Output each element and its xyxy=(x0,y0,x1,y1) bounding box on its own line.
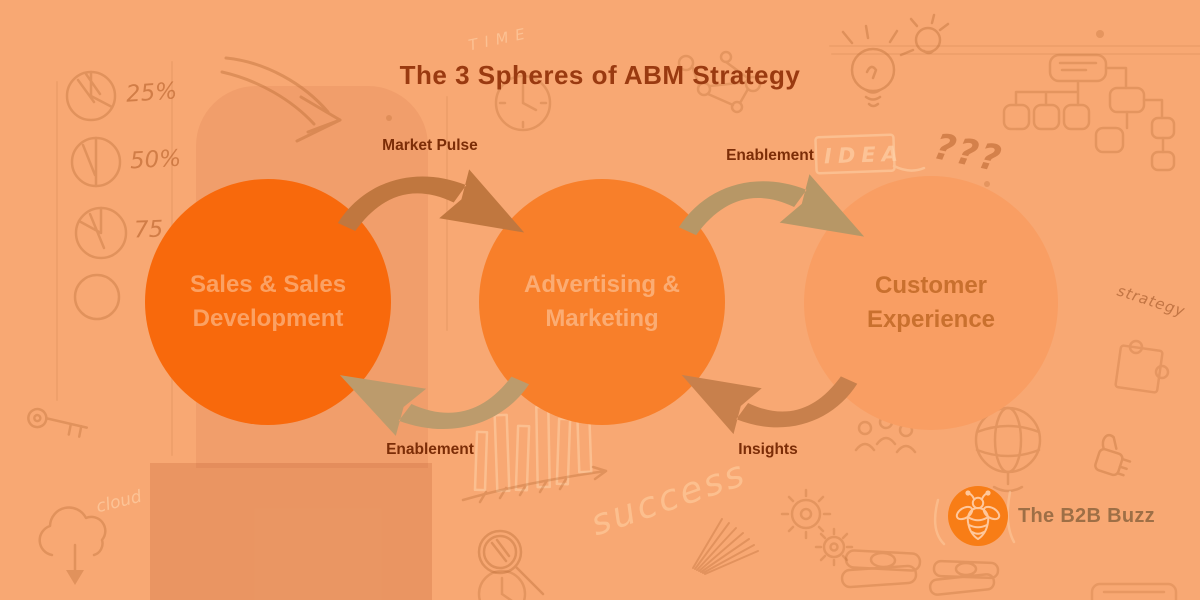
sphere-sales-label: Sales & Sales Development xyxy=(189,270,347,332)
flow-label-enablement-top: Enablement xyxy=(726,147,814,164)
doodle-puzzle xyxy=(1114,339,1170,394)
doodle-axis-arrow xyxy=(461,465,608,504)
doodle-idea-sign xyxy=(814,133,926,175)
doodle-org-chart xyxy=(1002,53,1176,172)
page-title: The 3 Spheres of ABM Strategy xyxy=(399,60,801,90)
bee-icon xyxy=(948,486,1008,546)
doodle-speckles xyxy=(386,30,1104,187)
background-person-silhouette-lower xyxy=(150,463,432,600)
doodle-text-75pct: 75 xyxy=(133,216,164,244)
doodle-hatch-fan xyxy=(692,518,759,575)
flow-label-enablement-bottom: Enablement xyxy=(386,441,474,458)
brand-logo: The B2B Buzz xyxy=(948,486,1155,546)
doodle-sketch-arrow xyxy=(220,56,342,143)
doodle-text-50pct: 50% xyxy=(129,145,182,175)
doodle-globe xyxy=(974,406,1042,493)
doodle-clock xyxy=(494,74,552,132)
sphere-customer: Customer Experience xyxy=(804,176,1058,430)
doodle-money xyxy=(840,549,1000,596)
doodle-pen-marks xyxy=(933,490,1016,546)
doodle-gears xyxy=(780,488,854,567)
sphere-sales: Sales & Sales Development xyxy=(145,179,391,425)
doodle-pie-charts xyxy=(65,70,128,321)
brand-logo-text: The B2B Buzz xyxy=(1018,504,1155,527)
flow-label-insights: Insights xyxy=(738,441,798,458)
doodle-frame-lines xyxy=(56,45,1200,456)
doodle-key xyxy=(27,407,88,438)
sphere-advertising: Advertising & Marketing xyxy=(479,179,725,425)
flow-label-market-pulse: Market Pulse xyxy=(382,137,478,154)
doodle-corner-box xyxy=(1090,582,1178,600)
doodle-small-clock xyxy=(477,569,527,600)
sphere-advertising-label: Advertising & Marketing xyxy=(523,270,681,332)
doodle-network-nodes xyxy=(677,50,762,114)
doodle-thumbs-up-icon xyxy=(1094,433,1132,477)
doodle-magnifier xyxy=(477,529,545,596)
sphere-customer-label: Customer Experience xyxy=(866,271,996,333)
doodle-lightbulbs xyxy=(841,13,950,108)
doodle-cloud xyxy=(38,506,107,585)
